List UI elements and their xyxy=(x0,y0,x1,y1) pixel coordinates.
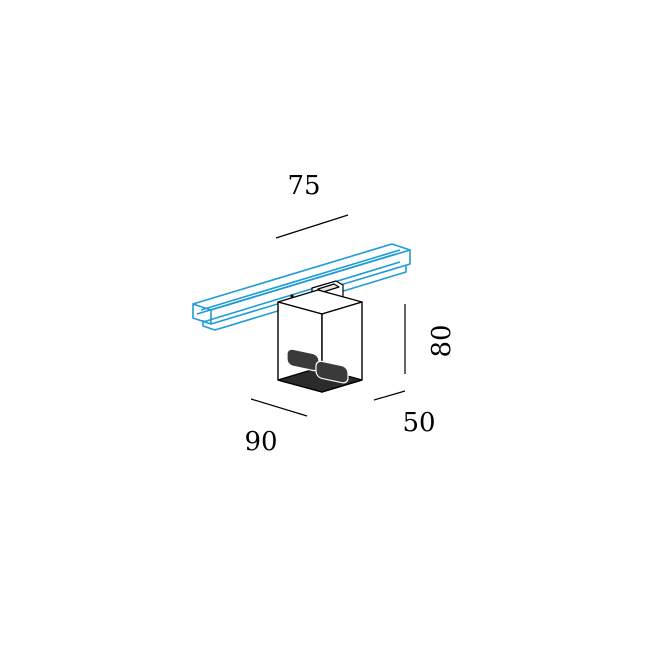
track-rail xyxy=(192,243,411,331)
dimension-label-top: 75 xyxy=(287,171,320,201)
dimension-label-left: 90 xyxy=(244,427,277,457)
dimension-line-top xyxy=(275,214,349,239)
dimension-line-right xyxy=(373,390,406,401)
lens-openings xyxy=(286,348,349,384)
dimension-label-height: 80 xyxy=(427,324,457,357)
screw-dot xyxy=(290,294,294,298)
dimension-label-right: 50 xyxy=(402,408,435,438)
dimension-line-left xyxy=(250,398,308,417)
lens-right xyxy=(315,360,349,384)
